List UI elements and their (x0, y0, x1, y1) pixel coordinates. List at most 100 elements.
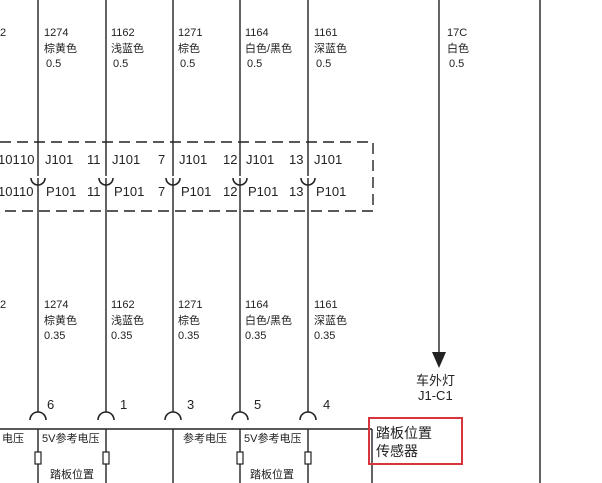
sensor-pin-icon (164, 411, 182, 421)
wire-id: 1274 (44, 27, 68, 39)
top-wire-labels: 1274 棕黄色 0.5 1162 浅蓝色 0.5 1271 棕色 0.5 11… (44, 27, 469, 70)
sensor-pin-number: 4 (323, 397, 330, 412)
connector-pin-number: 13 (289, 152, 303, 167)
wire-size: 0.5 (316, 58, 331, 70)
connector-j-label: J101 (246, 152, 274, 167)
resistor-icon (34, 451, 42, 465)
sensor-body (0, 428, 373, 483)
sensor-label: 5V参考电压 (42, 431, 99, 445)
connector-partial-label: 101 (0, 152, 20, 167)
sensor-pin-number: 3 (187, 397, 194, 412)
connector-p-label: P101 (181, 184, 211, 199)
connector-j-labels: 101 10 J101 11 J101 7 J101 12 J101 13 J1… (0, 152, 342, 167)
sensor-pin-icon (29, 411, 47, 421)
wire-id: 1164 (245, 299, 269, 311)
wire-lines (37, 0, 541, 483)
wire-color: 深蓝色 (314, 313, 347, 327)
connector-j-label: J101 (179, 152, 207, 167)
wire-id: 17C (447, 27, 467, 39)
wire-size: 0.35 (44, 330, 65, 342)
exterior-light-label: 车外灯 (416, 373, 455, 388)
bottom-wire-labels: 1274 棕黄色 0.35 1162 浅蓝色 0.35 1271 棕色 0.35… (44, 299, 347, 342)
arrow-down-icon (432, 352, 446, 368)
wire-id: 1164 (245, 27, 269, 39)
connector-pin-number: 12 (223, 152, 237, 167)
left-stub-bottom: 2 (0, 299, 6, 311)
resistor-icon (304, 451, 312, 465)
connector-p-label: P101 (316, 184, 346, 199)
wire-size: 0.5 (449, 58, 464, 70)
sensor-pin-number: 6 (47, 397, 54, 412)
wire-color: 白色/黑色 (245, 41, 292, 55)
connector-j-label: J101 (112, 152, 140, 167)
connector-j-label: J101 (314, 152, 342, 167)
wire-size: 0.5 (113, 58, 128, 70)
connector-pin-number: 13 (289, 184, 303, 199)
exterior-light-connector: J1-C1 (418, 388, 453, 403)
left-stub-top: 2 (0, 27, 6, 39)
sensor-pin-number: 1 (120, 397, 127, 412)
wire-color: 棕黄色 (44, 313, 77, 327)
wire-id: 1271 (178, 299, 202, 311)
connector-pin-number: 12 (223, 184, 237, 199)
connector-pin-number: 7 (158, 184, 165, 199)
wire-id: 1161 (314, 299, 338, 311)
wire-color: 深蓝色 (314, 41, 347, 55)
wire-size: 0.35 (178, 330, 199, 342)
wire-size: 0.35 (245, 330, 266, 342)
wire-color: 白色/黑色 (245, 313, 292, 327)
wire-size: 0.5 (247, 58, 262, 70)
sensor-pin-number: 5 (254, 397, 261, 412)
connector-pin-number: 11 (87, 152, 101, 167)
sensor-label: 参考电压 (183, 431, 227, 445)
sensor-pin-numbers: 6 1 3 5 4 (47, 397, 330, 412)
sensor-label: 电压 (2, 432, 24, 445)
sensor-pin-icon (231, 411, 249, 421)
sensor-pin-symbols (29, 411, 317, 421)
pin-symbol-icon (98, 177, 114, 186)
sensor-sub-label: 踏板位置 (250, 467, 294, 481)
sensor-name-line2: 传感器 (376, 443, 418, 459)
wire-size: 0.5 (180, 58, 195, 70)
connector-partial-label: 101 (0, 184, 20, 199)
wire-id: 1271 (178, 27, 202, 39)
connector-p-label: P101 (114, 184, 144, 199)
pin-symbol-icon (232, 177, 248, 186)
wire-size: 0.35 (314, 330, 335, 342)
connector-pin-number: 7 (158, 152, 165, 167)
connector-p-labels: 101 10 P101 11 P101 7 P101 12 P101 13 P1… (0, 184, 346, 199)
sensor-name: 踏板位置 (376, 425, 432, 441)
wire-id: 1274 (44, 299, 68, 311)
connector-pin-number: 11 (87, 184, 101, 199)
connector-pin-number: 10 (19, 184, 33, 199)
pin-symbol-icon (300, 177, 316, 186)
pin-symbol-icon (165, 177, 181, 186)
wire-color: 棕黄色 (44, 41, 77, 55)
sensor-label: 5V参考电压 (244, 431, 301, 445)
wire-id: 1161 (314, 27, 338, 39)
resistor-icon (102, 451, 110, 465)
connector-pin-symbols (30, 177, 316, 186)
wire-id: 1162 (111, 27, 135, 39)
wire-color: 棕色 (178, 313, 200, 327)
connector-p-label: P101 (248, 184, 278, 199)
wire-color: 棕色 (178, 41, 200, 55)
resistor-icon (236, 451, 244, 465)
connector-j-label: J101 (45, 152, 73, 167)
sensor-resistors (34, 451, 312, 465)
sensor-pin-icon (299, 411, 317, 421)
sensor-sub-label: 踏板位置 (50, 467, 94, 481)
connector-pin-number: 10 (20, 152, 34, 167)
sensor-pin-icon (97, 411, 115, 421)
sensor-highlight-box (368, 417, 463, 465)
wire-id: 1162 (111, 299, 135, 311)
pin-symbol-icon (30, 177, 46, 186)
wire-size: 0.35 (111, 330, 132, 342)
wire-color: 浅蓝色 (111, 313, 144, 327)
wire-color: 白色 (447, 41, 469, 55)
wire-size: 0.5 (46, 58, 61, 70)
connector-p-label: P101 (46, 184, 76, 199)
wire-color: 浅蓝色 (111, 41, 144, 55)
